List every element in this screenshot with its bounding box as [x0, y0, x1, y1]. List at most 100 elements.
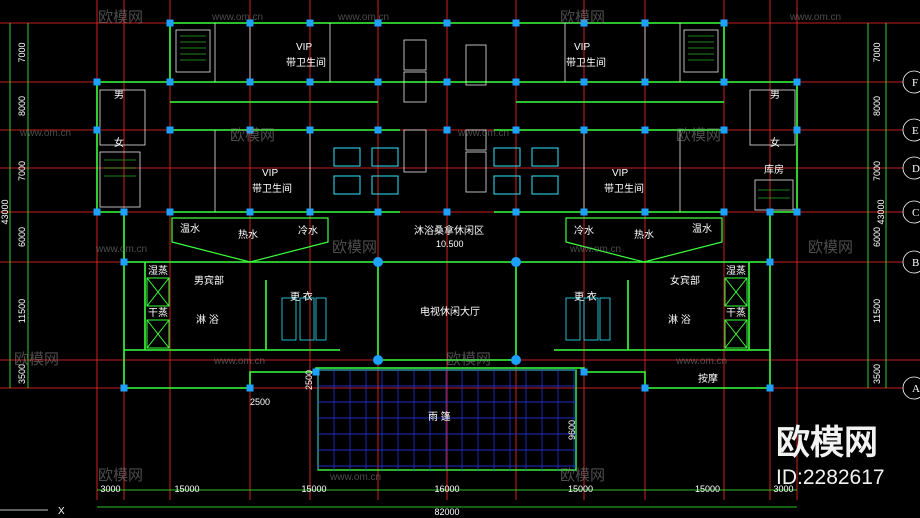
watermark-cn: 欧模网 — [230, 127, 275, 144]
column — [793, 208, 801, 216]
label-vip-3: VIP — [262, 168, 278, 179]
brand-stamp: 欧模网 ID:2282617 — [776, 424, 885, 489]
sauna-cross — [146, 319, 170, 349]
column — [312, 368, 320, 376]
watermark-site: www.om.cn — [19, 128, 71, 139]
dim-label: 15000 — [695, 484, 720, 494]
massage-bed — [333, 147, 361, 167]
column — [512, 126, 520, 134]
column — [120, 384, 128, 392]
dim-label: 15000 — [301, 484, 326, 494]
label-wet-sauna-left: 湿蒸 — [148, 265, 168, 277]
watermark-site: www.om.cn — [329, 472, 381, 483]
axis-letter: A — [912, 383, 920, 395]
column — [641, 126, 649, 134]
label-vip-4: VIP — [612, 168, 628, 179]
ucs-x-label: X — [58, 506, 65, 517]
structural-columns — [93, 19, 801, 392]
wc-fixtures-right — [749, 89, 796, 146]
dimension-lines — [9, 23, 887, 508]
sauna-boxes — [146, 277, 748, 349]
column — [720, 19, 728, 27]
column — [374, 19, 382, 27]
axis-letter: C — [912, 207, 919, 219]
axis-bubble — [902, 118, 920, 142]
label-wet-sauna-right: 湿蒸 — [726, 265, 746, 277]
locker-bank — [599, 297, 611, 341]
watermark-site: www.om.cn — [95, 244, 147, 255]
dim-label: 7000 — [872, 42, 882, 62]
column — [120, 258, 128, 266]
sauna-cross — [146, 277, 170, 307]
label-locker-right: 更 衣 — [574, 290, 597, 303]
watermarks: www.om.cn 欧模网 www.om.cn 欧模网 www.om.cn ww… — [14, 9, 853, 484]
column — [246, 126, 254, 134]
dim-label: 3500 — [872, 364, 882, 384]
label-shower-right: 淋 浴 — [668, 313, 691, 326]
locker-bank — [583, 297, 599, 341]
column — [580, 126, 588, 134]
elevator — [465, 44, 487, 86]
watermark-site: www.om.cn — [213, 356, 265, 367]
column — [374, 208, 382, 216]
massage-bed — [531, 175, 559, 195]
label-lounge-area: 沐浴桑拿休闲区 — [414, 224, 484, 237]
sauna-box — [146, 319, 170, 349]
dim-label: 15000 — [174, 484, 199, 494]
massage-bed — [531, 147, 559, 167]
wall-outline-top — [96, 22, 798, 389]
label-vip-1: VIP — [296, 42, 312, 53]
dim-label: 16000 — [434, 484, 459, 494]
column — [580, 208, 588, 216]
watermark-site: www.om.cn — [569, 244, 621, 255]
sauna-box — [724, 277, 748, 307]
dim-label: 6000 — [17, 227, 27, 247]
column — [306, 78, 314, 86]
dim-9600: 9600 — [567, 420, 577, 440]
label-vip-4-sub: 带卫生间 — [604, 182, 644, 195]
locker-bank — [315, 297, 327, 341]
watermark-cn: 欧模网 — [332, 239, 377, 256]
axis-letter: D — [912, 163, 920, 175]
stair-left-mid — [99, 151, 141, 208]
label-vip-1-sub: 带卫生间 — [286, 56, 326, 69]
label-hot-pool-right: 热水 — [634, 228, 654, 241]
elevator — [403, 129, 427, 173]
label-elevation: 10.500 — [436, 239, 464, 249]
column — [374, 126, 382, 134]
label-male-wc-right: 男 — [770, 89, 780, 101]
lockers — [281, 297, 611, 341]
massage-bed — [371, 175, 399, 195]
dim-label: 3000 — [100, 484, 120, 494]
label-men-zone: 男宾部 — [194, 274, 224, 287]
wc-fixtures-left — [99, 89, 146, 146]
massage-bed — [493, 147, 521, 167]
dim-label: 6000 — [872, 227, 882, 247]
massage-bed — [371, 147, 399, 167]
column — [306, 19, 314, 27]
round-column — [373, 355, 383, 365]
dim-label: 7000 — [17, 42, 27, 62]
dim-label: 3500 — [17, 364, 27, 384]
watermark-cn: 欧模网 — [98, 9, 143, 26]
column — [246, 208, 254, 216]
column — [93, 78, 101, 86]
dim-2500-v: 2500 — [304, 370, 314, 390]
watermark-site: www.om.cn — [457, 128, 509, 139]
canopy — [317, 369, 577, 471]
label-cold-pool-right: 冷水 — [574, 224, 594, 237]
label-locker-left: 更 衣 — [290, 290, 313, 303]
column — [580, 78, 588, 86]
hall-columns — [373, 257, 521, 365]
round-column — [511, 355, 521, 365]
column — [306, 126, 314, 134]
dim-total-left: 43000 — [0, 199, 10, 224]
label-hot-pool-left: 热水 — [238, 228, 258, 241]
watermark-cn: 欧模网 — [446, 351, 491, 368]
sauna-cross — [724, 319, 748, 349]
label-warm-pool-right: 温水 — [692, 223, 712, 235]
column — [766, 258, 774, 266]
stair-right-mid — [754, 179, 794, 211]
